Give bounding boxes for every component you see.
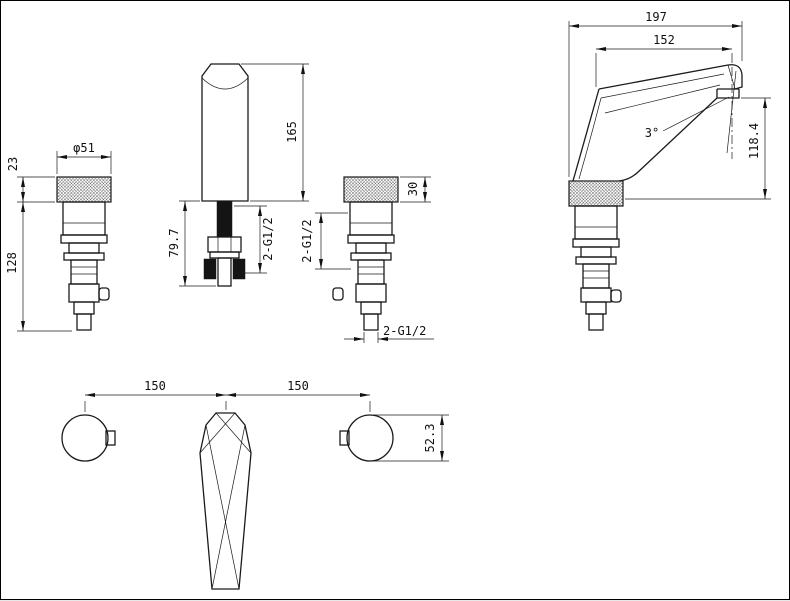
valve-stem bbox=[357, 259, 385, 285]
valve-tail-lower bbox=[588, 313, 604, 331]
plan-view: 150 150 52.3 bbox=[61, 379, 449, 590]
valve-stem bbox=[582, 263, 610, 289]
dim-label-150-right: 150 bbox=[287, 379, 309, 393]
left-handle-circle bbox=[61, 414, 109, 462]
dim-handle-diameter: 52.3 bbox=[373, 414, 449, 462]
spout-plan-outline bbox=[199, 412, 252, 590]
spout-facet-line bbox=[215, 412, 252, 454]
dim-body-height-left: 128 bbox=[5, 202, 72, 332]
spout-outlet bbox=[716, 88, 740, 99]
spout-face-arc bbox=[201, 77, 249, 90]
valve-ring bbox=[60, 234, 108, 244]
dim-label-30: 30 bbox=[406, 182, 420, 196]
dim-spout-angle: 3° bbox=[645, 67, 737, 159]
valve-ring bbox=[575, 256, 617, 265]
valve-body bbox=[62, 201, 106, 236]
dim-spout-reach: 152 bbox=[595, 33, 733, 87]
valve-tail-lower bbox=[76, 313, 92, 331]
valve-tail-lower bbox=[363, 313, 379, 331]
valve-block bbox=[580, 287, 612, 303]
valve-ring bbox=[63, 252, 105, 261]
spout-top-edge bbox=[598, 64, 743, 90]
valve-side-nub bbox=[610, 289, 622, 303]
spout-facet-line bbox=[199, 412, 236, 454]
threaded-shank bbox=[216, 200, 233, 238]
valve-front-view-right: 30 2-G1/2 2-G1/2 bbox=[300, 176, 434, 343]
mounting-nut bbox=[207, 236, 242, 253]
dim-thread-center: 2-G1/2 bbox=[233, 205, 275, 274]
valve-ring bbox=[347, 234, 395, 244]
dim-cap-height-left: 23 bbox=[6, 157, 55, 203]
valve-stem bbox=[70, 259, 98, 285]
facet-line bbox=[578, 97, 602, 180]
dim-label-165: 165 bbox=[285, 121, 299, 143]
spout-front-view: 165 79.7 2-G1/2 bbox=[167, 63, 309, 287]
valve-side-nub bbox=[332, 287, 344, 301]
dim-spout-height: 165 bbox=[241, 63, 309, 202]
dim-outlet-height: 118.4 bbox=[625, 97, 771, 200]
right-handle-circle bbox=[346, 414, 394, 462]
valve-body bbox=[574, 205, 618, 240]
tail-pipe bbox=[217, 257, 232, 287]
valve-knurled-cap bbox=[343, 176, 399, 203]
valve-block bbox=[68, 283, 100, 303]
faucet-side-view: 197 152 3° 118.4 bbox=[568, 10, 771, 331]
valve-ring bbox=[572, 238, 620, 248]
valve-tail-upper bbox=[360, 301, 382, 315]
leader-line bbox=[662, 96, 730, 132]
dim-label-152: 152 bbox=[653, 33, 675, 47]
dim-label-phi51: φ51 bbox=[73, 141, 95, 155]
dim-label-79-7: 79.7 bbox=[167, 229, 181, 258]
dim-shank-length: 79.7 bbox=[167, 200, 216, 287]
valve-tail-upper bbox=[585, 301, 607, 315]
valve-neck bbox=[355, 242, 387, 254]
right-handle-tab bbox=[339, 430, 350, 446]
angle-line bbox=[726, 70, 737, 154]
locknut-section-right bbox=[232, 258, 246, 280]
valve-side-nub bbox=[98, 287, 110, 301]
valve-neck bbox=[68, 242, 100, 254]
dim-label-2g12-bottom: 2-G1/2 bbox=[383, 324, 426, 338]
dim-cap-height-right: 30 bbox=[400, 176, 431, 203]
facet-line bbox=[600, 73, 725, 99]
dim-label-128: 128 bbox=[5, 252, 19, 274]
dim-diameter-left: φ51 bbox=[56, 141, 112, 174]
dim-label-2g12-center: 2-G1/2 bbox=[261, 217, 275, 260]
valve-neck bbox=[580, 246, 612, 258]
spout-facet-line bbox=[211, 424, 246, 590]
facet-line bbox=[604, 84, 721, 114]
dim-label-118-4: 118.4 bbox=[747, 123, 761, 159]
dim-label-197: 197 bbox=[645, 10, 667, 24]
dim-label-23: 23 bbox=[6, 157, 20, 171]
locknut-section-left bbox=[203, 258, 217, 280]
valve-body bbox=[349, 201, 393, 236]
spout-body-outline bbox=[201, 63, 249, 202]
dim-thread-side: 2-G1/2 bbox=[300, 212, 351, 270]
dim-label-2g12-side: 2-G1/2 bbox=[300, 219, 314, 262]
dim-label-52-3: 52.3 bbox=[423, 424, 437, 453]
left-handle-tab bbox=[105, 430, 116, 446]
valve-front-view-left: 23 128 φ51 bbox=[5, 141, 112, 332]
dim-hole-spacing: 150 150 bbox=[84, 379, 371, 412]
spout-facet-line bbox=[205, 424, 240, 590]
dim-label-3deg: 3° bbox=[645, 126, 659, 140]
dim-thread-bottom: 2-G1/2 bbox=[344, 324, 434, 343]
washer bbox=[209, 251, 240, 259]
valve-block bbox=[355, 283, 387, 303]
dim-total-length: 197 bbox=[568, 10, 743, 177]
valve-knurled-cap bbox=[568, 180, 624, 207]
tip-facet-line bbox=[727, 64, 736, 90]
dim-label-150-left: 150 bbox=[144, 379, 166, 393]
valve-knurled-cap bbox=[56, 176, 112, 203]
valve-tail-upper bbox=[73, 301, 95, 315]
body-left-edge bbox=[572, 88, 600, 182]
valve-ring bbox=[350, 252, 392, 261]
